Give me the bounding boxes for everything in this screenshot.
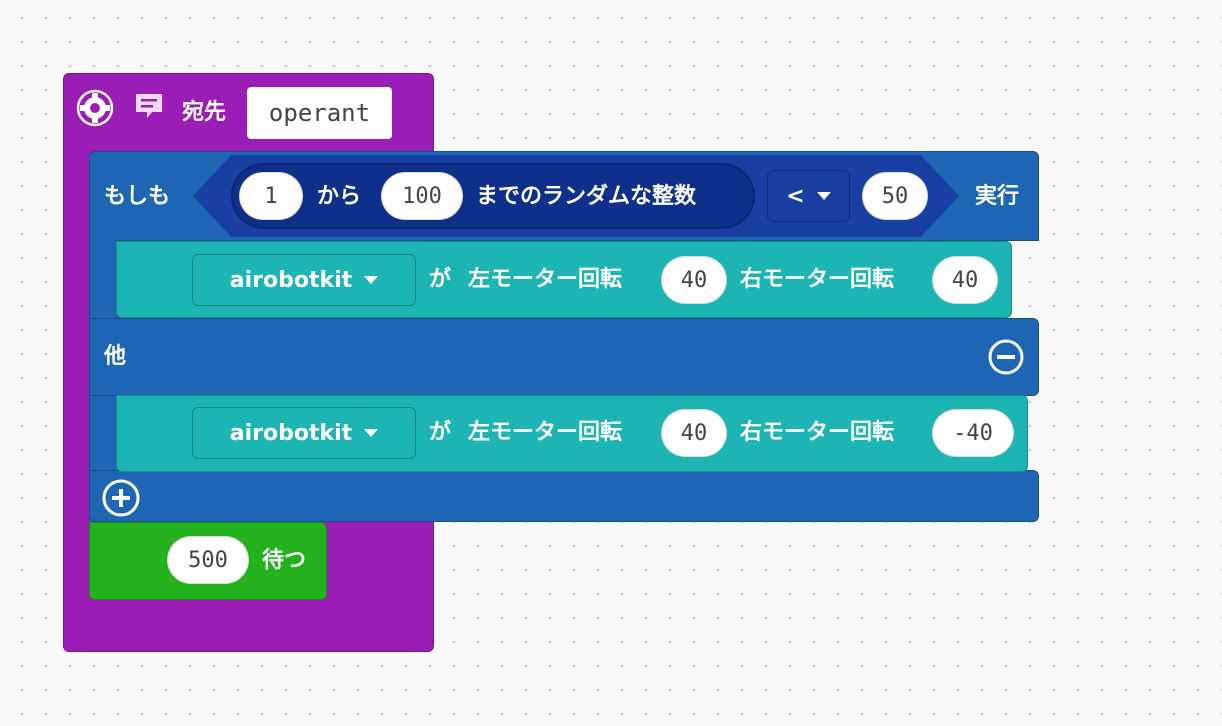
compare-value-input[interactable]: 50 bbox=[862, 172, 928, 220]
chevron-down-icon bbox=[364, 429, 379, 437]
gear-icon[interactable] bbox=[76, 89, 114, 127]
pause-value-input[interactable]: 500 bbox=[167, 536, 249, 584]
chevron-down-icon bbox=[816, 192, 831, 200]
target-input[interactable]: operant bbox=[247, 87, 392, 139]
operator-value: < bbox=[786, 183, 805, 209]
remove-else-icon[interactable] bbox=[987, 338, 1025, 376]
chevron-down-icon bbox=[364, 276, 379, 284]
operator-dropdown[interactable]: < bbox=[767, 170, 850, 222]
motor-block[interactable] bbox=[116, 395, 1028, 472]
from-label: から bbox=[317, 184, 362, 209]
random-from-input[interactable]: 1 bbox=[239, 172, 303, 220]
add-else-if-icon[interactable] bbox=[101, 478, 141, 518]
if-else-footer bbox=[89, 470, 1039, 522]
device-value: airobotkit bbox=[229, 267, 353, 293]
else-bar bbox=[89, 318, 1039, 396]
left-motor-label: 左モーター回転 bbox=[468, 420, 623, 445]
device-dropdown[interactable]: airobotkit bbox=[192, 407, 416, 459]
device-dropdown[interactable]: airobotkit bbox=[192, 254, 416, 306]
right-motor-input[interactable]: 40 bbox=[932, 256, 998, 304]
send-label: 宛先 bbox=[182, 100, 227, 125]
left-motor-label: 左モーター回転 bbox=[468, 267, 623, 292]
right-motor-input[interactable]: -40 bbox=[932, 409, 1014, 457]
comment-icon[interactable] bbox=[133, 91, 165, 121]
ga-label: が bbox=[429, 420, 452, 445]
else-label: 他 bbox=[104, 344, 127, 369]
random-label: までのランダムな整数 bbox=[476, 184, 697, 209]
if-label: もしも bbox=[104, 184, 171, 209]
pause-label: 待つ bbox=[262, 548, 307, 573]
motor-block[interactable] bbox=[116, 241, 1012, 318]
device-value: airobotkit bbox=[229, 420, 353, 446]
right-motor-label: 右モーター回転 bbox=[740, 267, 895, 292]
left-motor-input[interactable]: 40 bbox=[661, 409, 727, 457]
right-motor-label: 右モーター回転 bbox=[740, 420, 895, 445]
random-int-block[interactable] bbox=[231, 163, 755, 229]
then-label: 実行 bbox=[975, 184, 1020, 209]
ga-label: が bbox=[429, 267, 452, 292]
left-motor-input[interactable]: 40 bbox=[661, 256, 727, 304]
random-to-input[interactable]: 100 bbox=[381, 172, 463, 220]
